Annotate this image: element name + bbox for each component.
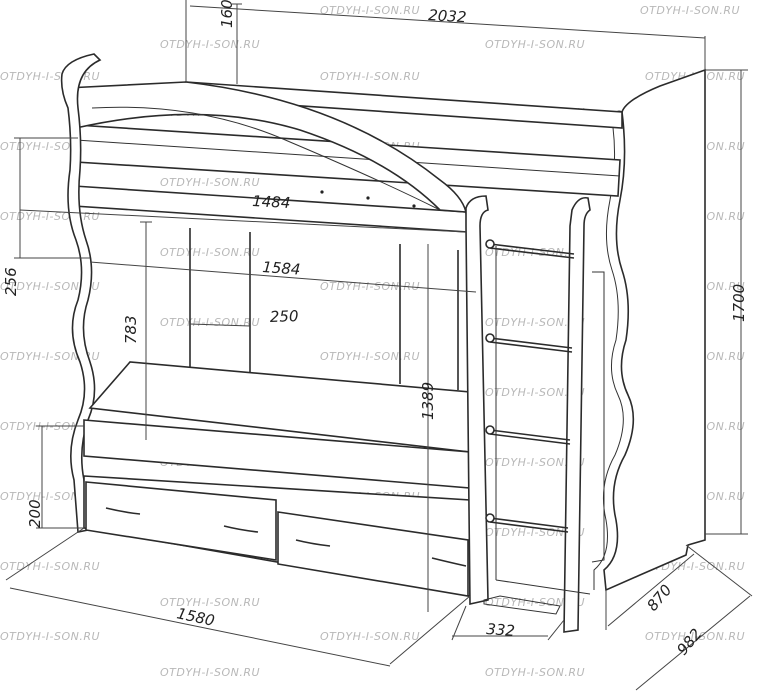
watermark: OTDYH-I-SON.RU xyxy=(640,4,740,17)
guard-board-inner-curve xyxy=(91,106,441,211)
watermark: OTDYH-I-SON.RU xyxy=(320,280,420,293)
dim-total-length: 2032 xyxy=(428,6,467,26)
left-end-panel xyxy=(60,53,102,533)
dim-drawer-height: 200 xyxy=(26,499,44,528)
dim-ladder-width: 332 xyxy=(486,620,516,640)
dimension-lines xyxy=(5,0,753,691)
watermark: OTDYH-I-SON.RU xyxy=(160,176,260,189)
watermark: OTDYH-I-SON.RU xyxy=(160,316,260,329)
right-end-panel xyxy=(603,68,706,592)
watermark: OTDYH-I-SON.RU xyxy=(485,526,585,539)
watermark: OTDYH-I-SON.RU xyxy=(485,38,585,51)
ladder-left-rail xyxy=(465,195,489,605)
ladder-right-rail xyxy=(563,196,591,633)
drawer-left xyxy=(85,481,277,561)
watermark: OTDYH-I-SON.RU xyxy=(0,350,100,363)
screw-dot xyxy=(320,190,324,194)
dim-top-height: 160 xyxy=(218,0,236,28)
screw-dot xyxy=(366,196,370,200)
drawer-handle xyxy=(223,525,259,533)
dim-gap-height: 256 xyxy=(2,267,20,296)
dim-shelf-width: 250 xyxy=(270,307,299,326)
watermark: OTDYH-I-SON.RU xyxy=(320,4,420,17)
dim-ladder-height: 1389 xyxy=(419,382,437,420)
watermark: OTDYH-I-SON.RU xyxy=(160,666,260,679)
drawer-handle xyxy=(105,507,141,515)
dim-lower-opening: 1584 xyxy=(262,258,301,279)
dim-rail-length: 1484 xyxy=(252,192,291,212)
watermark: OTDYH-I-SON.RU xyxy=(320,350,420,363)
drawer-handle xyxy=(295,539,331,547)
watermark: OTDYH-I-SON.RU xyxy=(485,316,585,329)
dim-total-height: 1700 xyxy=(730,284,748,322)
drawer-handle xyxy=(431,557,467,567)
watermark: OTDYH-I-SON.RU xyxy=(320,70,420,83)
dim-berth-height: 783 xyxy=(122,315,140,344)
screw-dot xyxy=(412,204,416,208)
guard-board xyxy=(64,81,468,213)
watermark: OTDYH-I-SON.RU xyxy=(0,630,100,643)
watermark: OTDYH-I-SON.RU xyxy=(0,560,100,573)
watermark: OTDYH-I-SON.RU xyxy=(645,560,745,573)
ladder-step-box xyxy=(483,595,561,615)
drawer-right xyxy=(277,511,469,597)
watermark: OTDYH-I-SON.RU xyxy=(160,596,260,609)
watermark: OTDYH-I-SON.RU xyxy=(160,246,260,259)
watermark: OTDYH-I-SON.RU xyxy=(0,280,100,293)
watermark: OTDYH-I-SON.RU xyxy=(645,630,745,643)
ladder-cabinet xyxy=(495,246,605,595)
upper-mattress-edge xyxy=(75,139,621,177)
watermark: OTDYH-I-SON.RU xyxy=(160,38,260,51)
bunk-bed xyxy=(60,53,706,633)
dim-depth-a: 870 xyxy=(643,581,675,615)
watermark: OTDYH-I-SON.RU xyxy=(485,456,585,469)
watermark: OTDYH-I-SON.RU xyxy=(485,386,585,399)
watermark: OTDYH-I-SON.RU xyxy=(485,666,585,679)
watermark: OTDYH-I-SON.RU xyxy=(320,630,420,643)
ladder-rungs xyxy=(485,239,575,533)
